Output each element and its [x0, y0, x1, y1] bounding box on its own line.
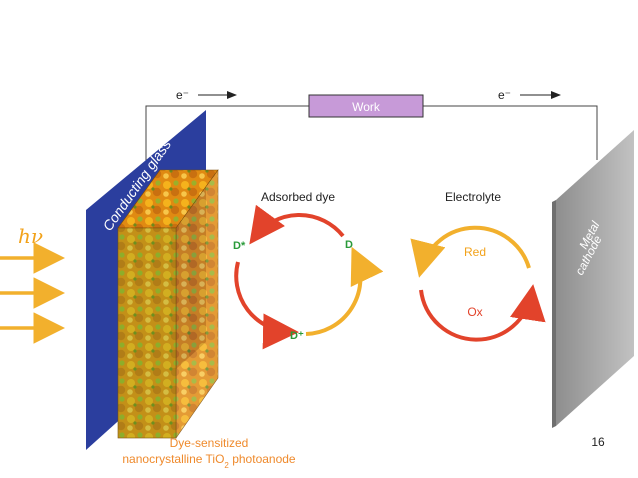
metal-cathode-edge [552, 200, 556, 428]
dye-oxidized-label: D⁺ [290, 330, 304, 342]
dye-excited-label: D* [233, 240, 246, 252]
electrolyte-ox-arc [419, 284, 546, 342]
slide-number: 16 [591, 435, 605, 449]
circuit-wire [145, 105, 598, 168]
metal-cathode-panel [556, 130, 634, 426]
dye-injection-arc [234, 261, 299, 350]
dye-cycle [234, 204, 384, 350]
electron-right-label: e⁻ [498, 88, 511, 102]
work-load-box [308, 94, 424, 118]
electrolyte-title: Electrolyte [445, 190, 501, 204]
light-arrows [0, 242, 65, 344]
adsorbed-dye-title: Adsorbed dye [261, 190, 335, 204]
tio2-photoanode [117, 169, 219, 439]
electrolyte-red-label: Red [464, 245, 486, 259]
photoanode-caption-line1: Dye-sensitized [170, 436, 249, 450]
dye-regeneration-arc [305, 246, 384, 336]
photoanode-caption-line2: nanocrystalline TiO2 photoanode [122, 452, 296, 470]
dye-excitation-arc [249, 204, 345, 245]
electrolyte-cycle [410, 225, 546, 342]
electrolyte-ox-label: Ox [467, 305, 482, 319]
dye-ground-label: D [345, 239, 353, 251]
light-label: hν [18, 224, 43, 248]
work-label: Work [352, 100, 381, 114]
electrolyte-red-arc [410, 225, 531, 278]
electron-left-label: e⁻ [176, 88, 189, 102]
